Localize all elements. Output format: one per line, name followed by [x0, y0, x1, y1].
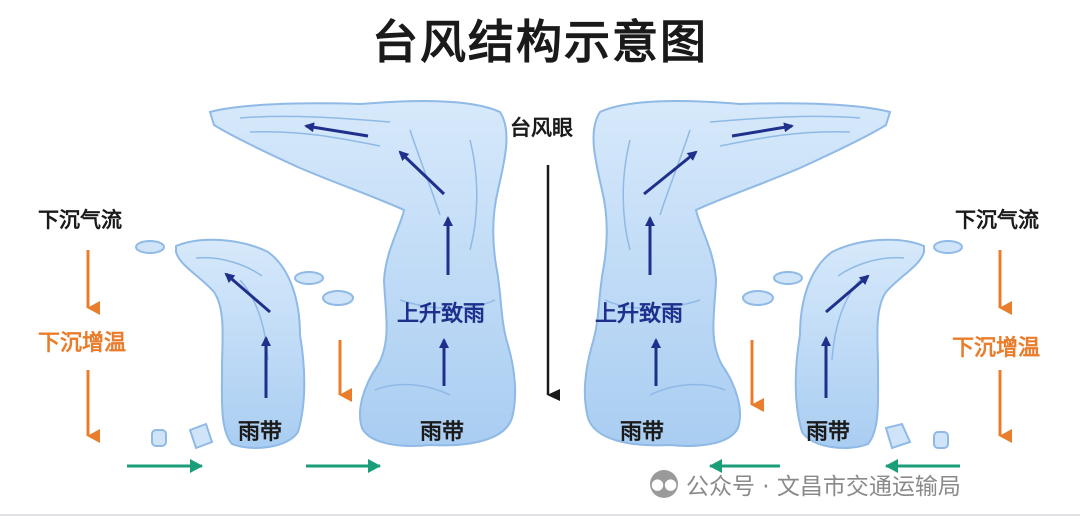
label-sinking-left: 下沉气流	[38, 208, 122, 232]
label-rainband-1: 雨带	[238, 420, 283, 445]
bottom-divider	[0, 514, 1080, 516]
label-rise-right: 上升致雨	[595, 302, 684, 327]
label-warming-left: 下沉增温	[38, 331, 127, 356]
right-eyewall-cloud	[583, 100, 892, 447]
watermark-text: 公众号 · 文昌市交通运输局	[686, 474, 961, 500]
watermark: ●● 公众号 · 文昌市交通运输局	[650, 467, 961, 501]
label-rainband-2: 雨带	[420, 420, 465, 445]
label-eye: 台风眼	[510, 116, 573, 140]
updraft-arrows	[224, 122, 870, 398]
label-warming-right: 下沉增温	[952, 336, 1041, 361]
label-rise-left: 上升致雨	[397, 302, 486, 327]
small-cloud-puffs	[135, 240, 963, 450]
label-sinking-right: 下沉气流	[955, 208, 1039, 232]
wechat-icon: ●●	[650, 470, 678, 498]
label-rainband-4: 雨带	[806, 420, 851, 445]
sinking-arrows	[86, 250, 1012, 443]
diagram-title: 台风结构示意图	[372, 15, 708, 69]
label-rainband-3: 雨带	[620, 420, 665, 445]
